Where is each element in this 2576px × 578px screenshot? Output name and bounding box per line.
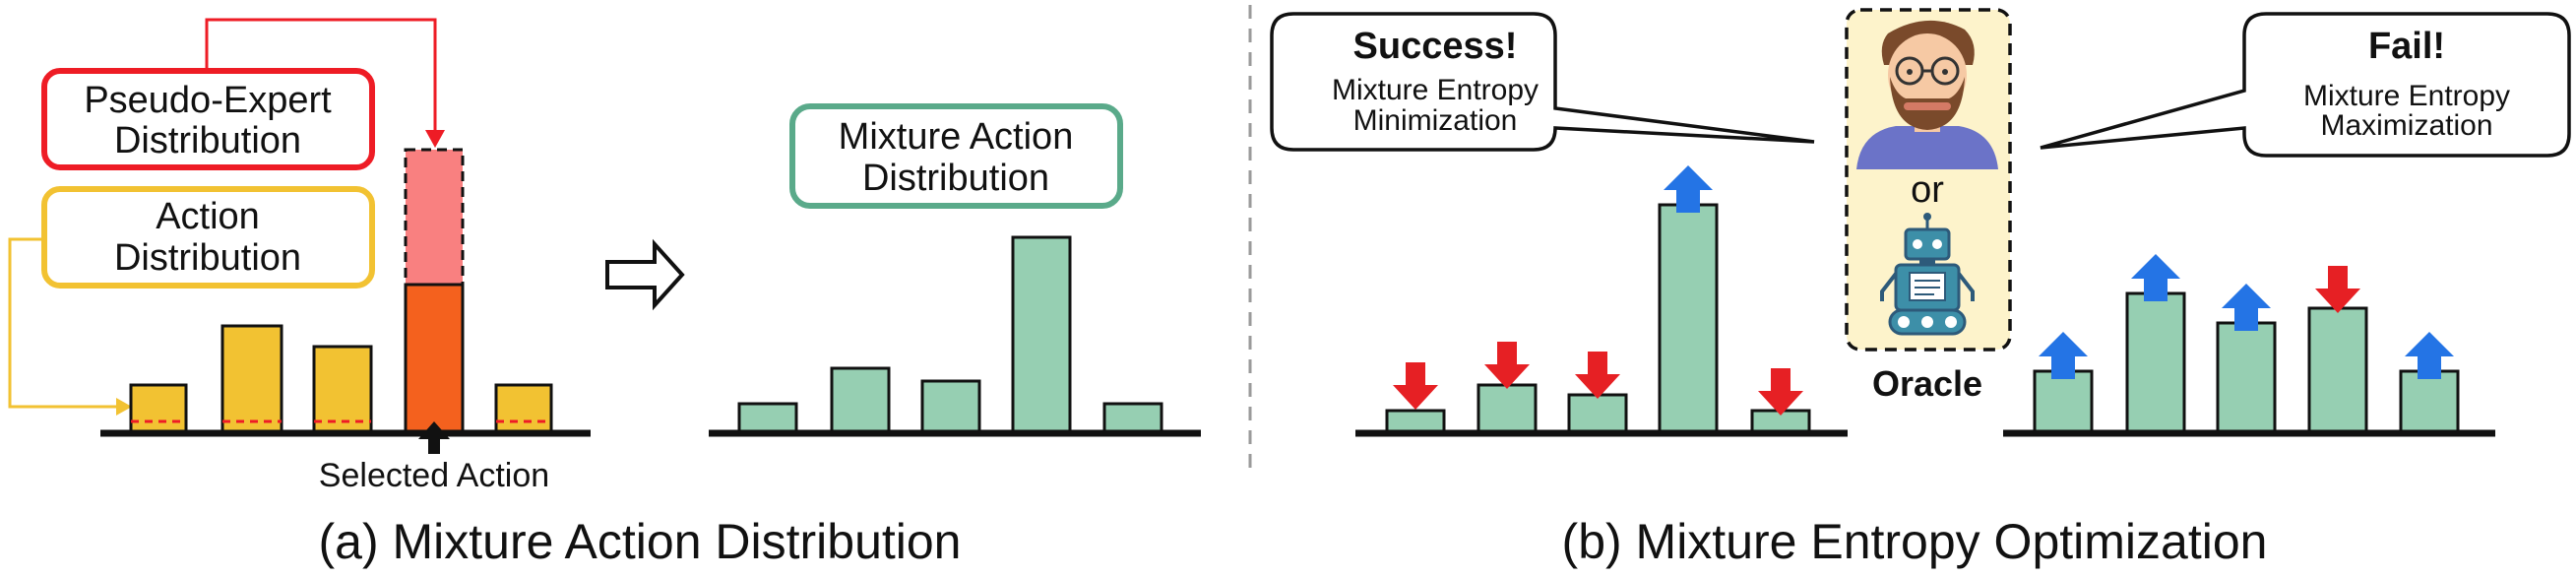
hollow-right-arrow-icon [605, 238, 685, 311]
success-bar-4 [1658, 203, 1719, 434]
fail-bar-5 [2399, 369, 2460, 434]
robot-icon [1880, 213, 1975, 336]
action-label-line2: Distribution [114, 237, 301, 279]
mixture-label-line2: Distribution [862, 158, 1049, 199]
selected-bar-pink [406, 150, 463, 285]
mixture-bar-5 [1102, 402, 1163, 434]
fail-title: Fail! [2368, 26, 2445, 67]
mixture-bar-1 [737, 402, 798, 434]
up-arrow-icon [1664, 165, 1713, 213]
human-face-icon [1856, 20, 1998, 169]
mixture-distribution-box [789, 103, 1123, 209]
action-bar-1 [129, 383, 188, 434]
action-label-line1: Action [156, 196, 260, 237]
action-distribution-box [41, 186, 375, 289]
down-arrow-icon [1393, 362, 1438, 410]
action-bar-3 [312, 345, 373, 434]
success-subtitle-line2: Minimization [1353, 104, 1518, 137]
pseudo-expert-label-line1: Pseudo-Expert [84, 80, 332, 121]
up-arrow-icon [2405, 332, 2454, 379]
selected-action-up-arrow [418, 421, 450, 454]
down-arrow-icon [2315, 266, 2360, 313]
panel-a-caption: (a) Mixture Action Distribution [318, 514, 961, 569]
pseudo-expert-label-line2: Distribution [114, 120, 301, 161]
down-arrow-icon [1758, 368, 1803, 416]
panel-a: Pseudo-Expert Distribution Action Distri… [8, 18, 1201, 569]
fail-bar-4 [2307, 306, 2368, 434]
action-bar-5 [494, 383, 553, 434]
success-bar-2 [1476, 383, 1538, 434]
mixture-label-line1: Mixture Action [839, 116, 1074, 158]
mixture-bar-2 [830, 366, 891, 434]
selected-bar-orange [404, 283, 465, 434]
mixture-bar-3 [920, 379, 981, 434]
fail-subtitle-line1: Mixture Entropy [2303, 80, 2510, 112]
action-bar-2 [220, 324, 283, 434]
up-arrow-icon [2131, 254, 2180, 301]
success-bar-3 [1567, 393, 1628, 434]
action-arrowhead [116, 398, 132, 416]
fail-bar-3 [2216, 321, 2277, 434]
selected-action-label: Selected Action [319, 457, 549, 494]
panel-b: Success! Mixture Entropy Minimization Fa… [1270, 8, 2571, 569]
success-title: Success! [1353, 26, 1518, 67]
action-connector [8, 237, 116, 409]
success-bar-1 [1385, 409, 1446, 434]
fail-bar-2 [2125, 291, 2186, 434]
oracle-box [1845, 8, 2012, 352]
up-arrow-icon [2039, 332, 2088, 379]
down-arrow-icon [1484, 342, 1530, 389]
up-arrow-icon [2222, 284, 2271, 331]
or-label: or [1911, 169, 1944, 211]
down-arrow-icon [1575, 352, 1620, 399]
fail-speech-bubble [2040, 12, 2571, 158]
success-speech-bubble [1270, 12, 1815, 152]
fail-bar-1 [2033, 369, 2094, 434]
pseudo-expert-arrowhead [425, 130, 445, 148]
oracle-label: Oracle [1872, 363, 1982, 404]
panel-b-caption: (b) Mixture Entropy Optimization [1562, 514, 2268, 569]
success-subtitle-line1: Mixture Entropy [1332, 74, 1539, 106]
pseudo-expert-connector [205, 18, 437, 138]
fail-subtitle-line2: Maximization [2320, 109, 2492, 142]
mixture-bar-4 [1011, 235, 1072, 434]
